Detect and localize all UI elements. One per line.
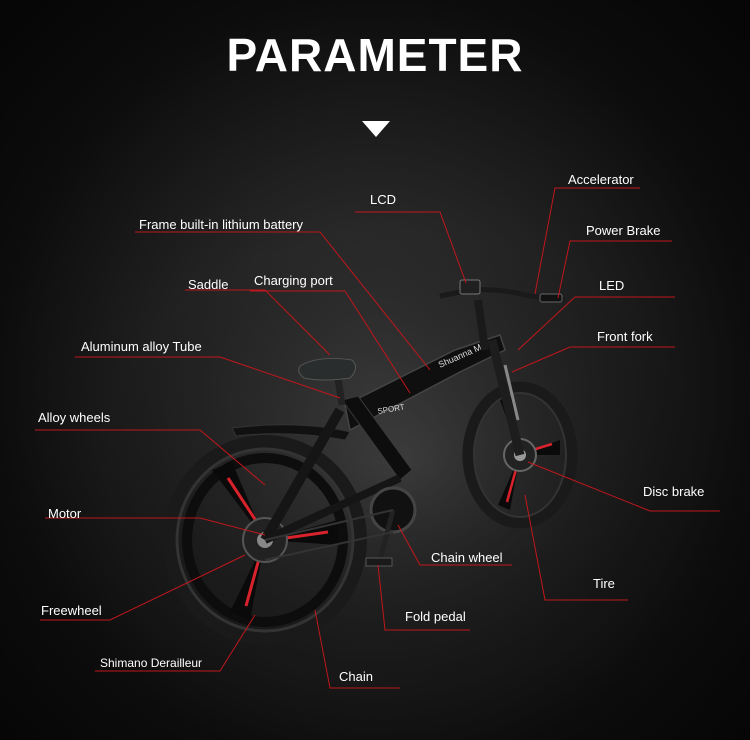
label-alloy-wheels: Alloy wheels [38, 410, 110, 425]
label-freewheel: Freewheel [41, 603, 102, 618]
label-front-fork: Front fork [597, 329, 653, 344]
label-chain-wheel: Chain wheel [431, 550, 503, 565]
label-chain: Chain [339, 669, 373, 684]
label-aluminum-tube: Aluminum alloy Tube [81, 339, 202, 354]
label-tire: Tire [593, 576, 615, 591]
label-frame-battery: Frame built-in lithium battery [139, 217, 303, 232]
label-saddle: Saddle [188, 277, 228, 292]
label-lcd: LCD [370, 192, 396, 207]
label-disc-brake: Disc brake [643, 484, 704, 499]
label-motor: Motor [48, 506, 81, 521]
label-shimano-derailleur: Shimano Derailleur [100, 656, 202, 670]
label-accelerator: Accelerator [568, 172, 634, 187]
label-power-brake: Power Brake [586, 223, 660, 238]
label-fold-pedal: Fold pedal [405, 609, 466, 624]
label-charging-port: Charging port [254, 273, 333, 288]
label-led: LED [599, 278, 624, 293]
